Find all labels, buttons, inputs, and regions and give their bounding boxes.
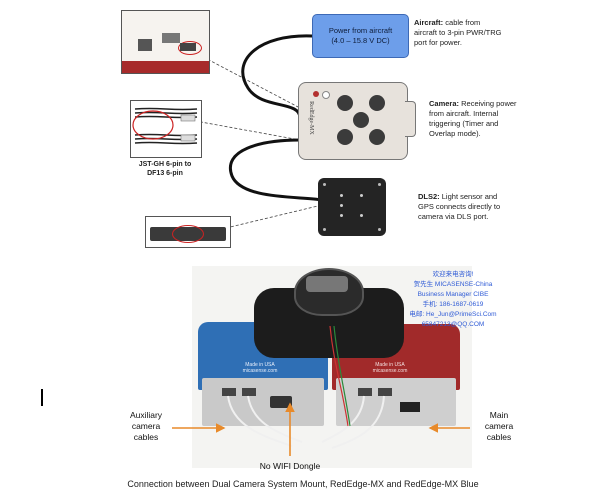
camera-side-tab: [405, 101, 416, 137]
dls2-illustration: [318, 178, 386, 236]
main-port: [378, 388, 392, 396]
aircraft-note: Aircraft: cable from aircraft to 3-pin P…: [414, 18, 504, 48]
main-cables-label: Main camera cables: [474, 410, 524, 443]
camera-back-port: [138, 39, 152, 51]
dls2-dot: [340, 214, 343, 217]
right-stamp-line1: Made in USA: [375, 362, 405, 368]
dual-camera-photo: Made in USA micasense.com Made in USA mi…: [192, 266, 497, 468]
camera-lens: [353, 112, 369, 128]
left-stamp-line1: Made in USA: [245, 362, 275, 368]
dls-note: DLS2: Light sensor and GPS connects dire…: [418, 192, 508, 222]
dls2-dot: [360, 194, 363, 197]
right-stamp-line2: micasense.com: [372, 368, 408, 374]
camera-back-port-highlight: [178, 41, 202, 55]
camera-lens: [337, 95, 353, 111]
main-port: [358, 388, 372, 396]
rededge-camera-illustration: RedEdge-MX: [298, 82, 416, 160]
camera-back-thumbnail: [121, 10, 210, 74]
camera-red-led: [313, 91, 319, 97]
power-from-aircraft-box: Power from aircraft (4.0 – 15.8 V DC): [312, 14, 409, 58]
contact-line: 手机: 186-1687-0619: [422, 301, 484, 308]
camera-lens: [369, 129, 385, 145]
power-box-line1: Power from aircraft: [328, 26, 393, 35]
camera-back-port: [162, 33, 180, 43]
camera-note-text: Receiving power from aircraft. Internal …: [429, 99, 517, 138]
aux-port: [242, 388, 256, 396]
black-cables: [228, 34, 324, 202]
cable-thumbnail: [130, 100, 202, 158]
main-label-line3: cables: [486, 432, 512, 442]
dls2-dot: [323, 183, 326, 186]
power-box-line2: (4.0 – 15.8 V DC): [331, 36, 390, 45]
aux-port: [222, 388, 236, 396]
dls-port-highlight: [172, 225, 204, 243]
dls2-dot: [378, 183, 381, 186]
camera-back-port: [180, 43, 196, 51]
camera-lens: [337, 129, 353, 145]
dls-thumbnail: [145, 216, 231, 248]
camera-white-led: [322, 91, 330, 99]
sd-card: [400, 402, 420, 412]
contact-line: 欢迎来电咨询!: [432, 271, 474, 278]
camera-note-title: Camera:: [429, 99, 460, 108]
aux-label-line1: Auxiliary: [129, 410, 163, 420]
right-stamp: Made in USA micasense.com: [360, 362, 420, 374]
contact-line: Business Manager CIBE: [417, 291, 489, 298]
contact-line: 贺先生 MICASENSE-China: [413, 281, 493, 288]
no-wifi-dongle-label: No WIFI Dongle: [259, 461, 321, 471]
cable-label-line2: DF13 6-pin: [147, 170, 183, 177]
text-cursor: [41, 389, 43, 406]
left-stamp-line2: micasense.com: [242, 368, 278, 374]
aircraft-note-title: Aircraft:: [414, 18, 444, 27]
aircraft-note-text: cable from aircraft to 3-pin PWR/TRG por…: [414, 18, 502, 47]
dls-note-title: DLS2:: [418, 192, 440, 201]
dls-note-text: Light sensor and GPS connects directly t…: [418, 192, 501, 221]
dls2-dot: [340, 194, 343, 197]
left-stamp: Made in USA micasense.com: [230, 362, 290, 374]
main-label-line2: camera: [484, 421, 514, 431]
figure-caption: Connection between Dual Camera System Mo…: [127, 479, 479, 489]
dls2-dot: [378, 228, 381, 231]
cable-label-line1: JST-GH 6-pin to: [138, 161, 192, 168]
photo-cables: [227, 325, 385, 449]
dls2-dot: [360, 214, 363, 217]
mount-top-cap: [306, 276, 348, 292]
dls2-dot: [340, 204, 343, 207]
dls2-dot: [323, 228, 326, 231]
cable-wires: [132, 107, 198, 145]
cable-label: JST-GH 6-pin to DF13 6-pin: [120, 160, 210, 178]
auxiliary-cables-label: Auxiliary camera cables: [118, 410, 174, 443]
contact-line: 电邮: He_Jun@PrimeSci.Com: [409, 311, 497, 318]
main-label-line1: Main: [489, 410, 509, 420]
blue-camera-lower: [202, 378, 324, 426]
aux-label-line3: cables: [133, 432, 159, 442]
camera-lens: [369, 95, 385, 111]
contact-line: 65847213@QQ.COM: [421, 321, 485, 328]
camera-back-red-base: [122, 61, 209, 73]
camera-note: Camera: Receiving power from aircraft. I…: [429, 99, 519, 139]
aux-label-line2: camera: [131, 421, 161, 431]
contact-overlay: 欢迎来电咨询! 贺先生 MICASENSE-China Business Man…: [398, 270, 508, 330]
